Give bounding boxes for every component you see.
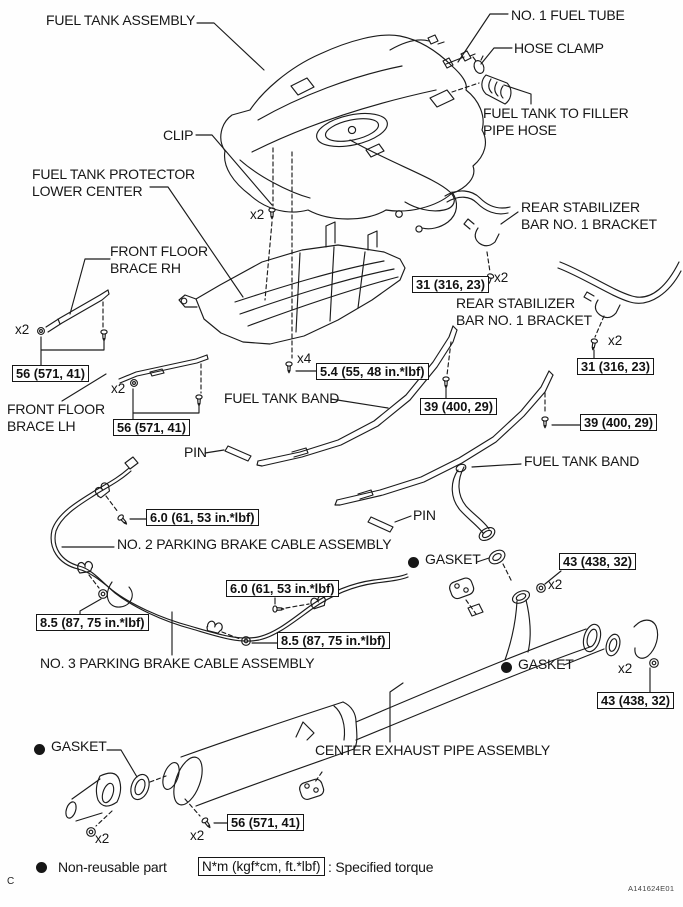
- exhaust-front-fragment-drawing: [65, 772, 122, 837]
- label-rear-stabilizer-bracket-1: REAR STABILIZER BAR NO. 1 BRACKET: [521, 199, 657, 232]
- rear-stabilizer-bracket-2-drawing: [557, 261, 682, 351]
- label-pin-right: PIN: [413, 507, 436, 523]
- label-line: FRONT FLOOR: [7, 401, 105, 417]
- torque-box-56-exhaust: 56 (571, 41): [227, 814, 305, 831]
- non-reusable-dot: [34, 744, 45, 755]
- label-line: LOWER CENTER: [32, 182, 143, 199]
- quantity-x2-flange-b: x2: [618, 661, 633, 676]
- hose-clamp-drawing: [472, 55, 485, 74]
- front-floor-brace-lh-drawing: [118, 354, 209, 407]
- label-line: FUEL TANK TO FILLER: [483, 105, 629, 121]
- label-hose-clamp: HOSE CLAMP: [514, 40, 604, 56]
- label-fuel-tank-to-filler-pipe-hose: FUEL TANK TO FILLER PIPE HOSE: [483, 105, 629, 138]
- label-fuel-tank-band-right: FUEL TANK BAND: [524, 453, 640, 469]
- label-line: PIPE HOSE: [483, 121, 557, 138]
- legend-torque-unit-box: N*m (kgf*cm, ft.*lbf): [198, 857, 325, 876]
- assembly-dashed-lines: [88, 82, 605, 827]
- label-fuel-tank-assembly: FUEL TANK ASSEMBLY: [46, 12, 196, 28]
- legend-non-reusable-dot: [36, 862, 47, 873]
- pin-drawings: [224, 445, 394, 533]
- label-line: FRONT FLOOR: [110, 243, 208, 259]
- fuel-tank-protector-drawing: [178, 221, 406, 345]
- label-clip: CLIP: [163, 127, 194, 143]
- torque-box-39-band-1: 39 (400, 29): [420, 398, 498, 415]
- legend-torque-meaning: : Specified torque: [328, 859, 434, 875]
- front-floor-brace-rh-drawing: [37, 289, 110, 342]
- label-line: FUEL TANK PROTECTOR: [32, 166, 195, 182]
- label-line: BAR NO. 1 BRACKET: [456, 311, 592, 328]
- quantity-x2-brace-lh: x2: [111, 381, 126, 396]
- quantity-x2-clip: x2: [250, 207, 265, 222]
- quantity-x2-muffler-flange: x2: [190, 828, 205, 843]
- quantity-x2-brace-rh: x2: [15, 322, 30, 337]
- quantity-x2-front-flange: x2: [95, 831, 110, 846]
- torque-box-31-bracket-2: 31 (316, 23): [577, 358, 655, 375]
- torque-box-6-0-cable-b: 6.0 (61, 53 in.*lbf): [226, 580, 339, 597]
- torque-box-8-5-cable-b: 8.5 (87, 75 in.*lbf): [277, 632, 390, 649]
- leader-lines: [61, 13, 605, 778]
- label-rear-stabilizer-bracket-2: REAR STABILIZER BAR NO. 1 BRACKET: [456, 295, 592, 328]
- label-front-floor-brace-rh: FRONT FLOOR BRACE RH: [110, 243, 208, 276]
- torque-box-6-0-cable-a: 6.0 (61, 53 in.*lbf): [146, 509, 259, 526]
- fuel-tank-band-2-drawing: [334, 370, 554, 506]
- torque-box-56-brace-lh: 56 (571, 41): [113, 419, 191, 436]
- label-center-exhaust-pipe-assembly: CENTER EXHAUST PIPE ASSEMBLY: [315, 742, 551, 758]
- label-no3-parking-brake-cable: NO. 3 PARKING BRAKE CABLE ASSEMBLY: [40, 655, 315, 671]
- torque-box-5-4-protector: 5.4 (55, 48 in.*lbf): [316, 363, 429, 380]
- label-no2-parking-brake-cable: NO. 2 PARKING BRAKE CABLE ASSEMBLY: [117, 536, 392, 552]
- page-corner-mark: C: [7, 876, 15, 887]
- label-front-floor-brace-lh: FRONT FLOOR BRACE LH: [7, 401, 105, 434]
- label-fuel-tank-band-left: FUEL TANK BAND: [224, 390, 340, 406]
- torque-box-56-brace-rh: 56 (571, 41): [12, 365, 90, 382]
- torque-box-8-5-cable-a: 8.5 (87, 75 in.*lbf): [36, 614, 149, 631]
- quantity-x2-flange-a: x2: [548, 577, 563, 592]
- center-pipe-drawing: [355, 463, 659, 741]
- no1-fuel-tube-drawing: [442, 50, 476, 69]
- non-reusable-dot: [501, 662, 512, 673]
- fuel-tank-drawing: [220, 34, 486, 233]
- label-gasket-3: GASKET: [51, 738, 107, 754]
- quantity-x2-bracket-2: x2: [608, 333, 623, 348]
- drawing-code: A141624E01: [628, 884, 675, 893]
- torque-box-31-bracket-1: 31 (316, 23): [412, 276, 490, 293]
- torque-box-39-band-2: 39 (400, 29): [580, 414, 658, 431]
- label-line: BAR NO. 1 BRACKET: [521, 215, 657, 232]
- quantity-x4-protector: x4: [297, 351, 312, 366]
- label-line: BRACE RH: [110, 259, 181, 276]
- rear-stabilizer-bracket-1-drawing: [444, 190, 511, 287]
- quantity-x2-bracket-1: x2: [494, 270, 509, 285]
- torque-connector-lines: [40, 280, 651, 824]
- fuel-tank-band-1-drawing: [256, 325, 458, 467]
- non-reusable-dot: [408, 557, 419, 568]
- filler-pipe-hose-drawing: [481, 74, 512, 105]
- torque-box-43-a: 43 (438, 32): [559, 553, 637, 570]
- muffler-drawing: [162, 701, 358, 830]
- label-line: REAR STABILIZER: [456, 295, 575, 311]
- label-no1-fuel-tube: NO. 1 FUEL TUBE: [511, 7, 625, 23]
- label-gasket-2: GASKET: [518, 656, 574, 672]
- gasket-ring-front: [130, 773, 150, 801]
- legend-non-reusable-label: Non-reusable part: [58, 859, 167, 875]
- label-pin-left: PIN: [184, 444, 207, 460]
- label-fuel-tank-protector: FUEL TANK PROTECTOR LOWER CENTER: [32, 166, 195, 199]
- torque-box-43-b: 43 (438, 32): [597, 692, 675, 709]
- label-line: BRACE LH: [7, 417, 76, 434]
- parking-brake-cable-drawing: [50, 456, 409, 646]
- label-line: REAR STABILIZER: [521, 199, 640, 215]
- label-gasket-1: GASKET: [425, 551, 481, 567]
